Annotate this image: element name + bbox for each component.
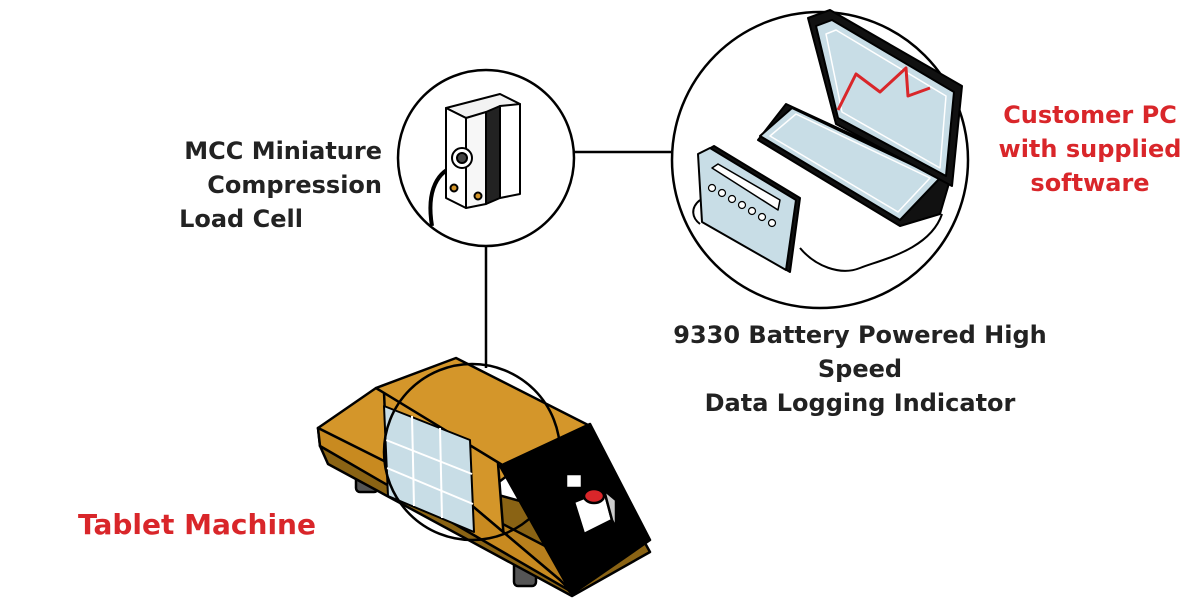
customer-pc-label-line2: with supplied	[998, 135, 1182, 163]
indicator-icon	[692, 145, 801, 273]
indicator-label-line1: 9330 Battery Powered High Speed	[673, 321, 1047, 383]
indicator-label-line2: Data Logging Indicator	[704, 389, 1016, 417]
tablet-machine-icon	[316, 356, 652, 598]
red-button	[582, 487, 606, 505]
load-cell-label: MCC Miniature Compression Load Cell	[20, 134, 382, 236]
machine-window	[383, 405, 475, 533]
load-cell-icon	[428, 93, 521, 227]
load-cell-label-line1: MCC Miniature Compression	[184, 137, 382, 199]
load-cell-label-line2: Load Cell	[179, 205, 303, 233]
customer-pc-label: Customer PC with supplied software	[990, 98, 1190, 200]
customer-pc-label-line1: Customer PC	[1003, 101, 1177, 129]
screen-graph-line	[836, 66, 931, 111]
indicator-label: 9330 Battery Powered High Speed Data Log…	[630, 318, 1090, 420]
laptop-icon	[757, 9, 963, 272]
load-cell-callout	[396, 68, 576, 248]
customer-pc-label-line3: software	[1030, 169, 1150, 197]
pc-indicator-callout	[670, 9, 970, 310]
tablet-machine-label: Tablet Machine	[78, 508, 316, 541]
tablet-machine-circle	[382, 362, 562, 542]
connectors	[484, 150, 676, 368]
